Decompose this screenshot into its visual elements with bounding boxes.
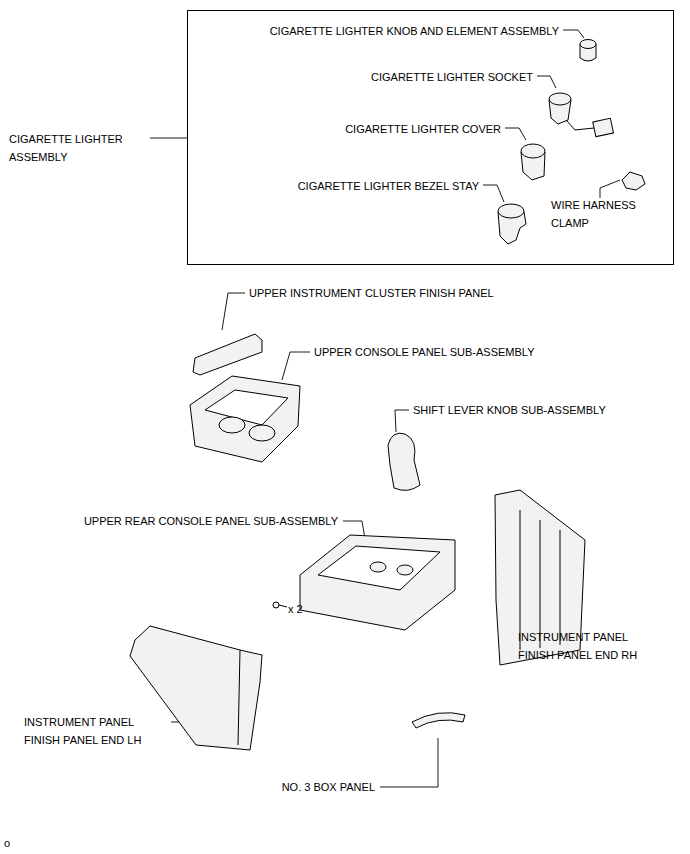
upper-rear-console-panel: [318, 546, 440, 590]
part-name: INSTRUMENT PANEL FINISH PANEL END RH: [518, 628, 643, 664]
cluster-finish-panel: [193, 334, 262, 375]
leader-line: [380, 738, 438, 787]
lighter-socket: [549, 93, 571, 105]
console-button: [397, 565, 413, 575]
part-name: UPPER CONSOLE PANEL SUB-ASSEMBLY: [314, 343, 534, 361]
panel-rib: [520, 510, 560, 650]
lighter-knob: [580, 40, 596, 49]
finish-panel-end-lh: [130, 626, 262, 750]
part-name: x 2: [288, 600, 303, 618]
leader-line: [282, 352, 310, 380]
console-button: [370, 562, 386, 572]
box-panel: [412, 713, 465, 728]
lighter-cover: [521, 144, 545, 158]
socket-wire: [566, 120, 594, 130]
leader-line: [505, 128, 526, 140]
assembly-box: CIGARETTE LIGHTER ASSEMBLYCIGARETTE LIGH…: [187, 10, 674, 265]
part-name: CIGARETTE LIGHTER KNOB AND ELEMENT ASSEM…: [270, 22, 559, 40]
part-name: WIRE HARNESS CLAMP: [551, 196, 646, 232]
upper-console-panel: [205, 390, 288, 425]
leader-line: [600, 180, 620, 198]
part-name: UPPER INSTRUMENT CLUSTER FINISH PANEL: [249, 284, 494, 302]
shift-lever-knob: [388, 433, 420, 490]
leader-line: [395, 410, 409, 432]
leader-line: [483, 185, 504, 202]
part-name: CIGARETTE LIGHTER COVER: [345, 120, 501, 138]
socket-connector: [593, 118, 614, 136]
part-name: NO. 3 BOX PANEL: [282, 778, 375, 796]
assembly-name: CIGARETTE LIGHTER ASSEMBLY: [9, 130, 144, 166]
part-name: CIGARETTE LIGHTER SOCKET: [371, 68, 533, 86]
leader-line: [563, 30, 584, 38]
part-name: UPPER REAR CONSOLE PANEL SUB-ASSEMBLY: [84, 512, 338, 530]
part-name: CIGARETTE LIGHTER BEZEL STAY: [298, 177, 479, 195]
upper-console-panel: [190, 376, 300, 462]
cup-holder: [249, 425, 275, 441]
leader-line: [150, 138, 187, 139]
bezel-stay: [498, 204, 524, 218]
screw: [279, 605, 287, 607]
screw: [273, 602, 279, 608]
part-name: o: [4, 834, 10, 852]
part-name: SHIFT LEVER KNOB SUB-ASSEMBLY: [413, 401, 606, 419]
cup-holder: [219, 417, 245, 433]
leader-line: [222, 293, 245, 330]
upper-rear-console-panel: [300, 535, 455, 630]
panel-edge: [238, 650, 240, 745]
wire-harness-clamp: [622, 172, 645, 190]
part-name: INSTRUMENT PANEL FINISH PANEL END LH: [24, 713, 166, 749]
leader-line: [537, 76, 556, 88]
